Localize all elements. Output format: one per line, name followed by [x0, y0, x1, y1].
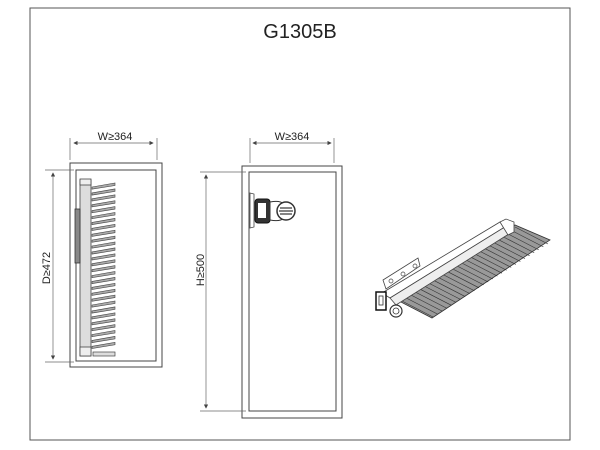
tine — [427, 282, 461, 300]
tine — [91, 235, 116, 243]
width-label: W≥364 — [98, 131, 133, 143]
height-label: H≥500 — [195, 254, 207, 286]
tine — [91, 312, 116, 320]
drawing-title: G1305B — [263, 21, 336, 43]
tine — [91, 223, 116, 231]
tine — [413, 290, 447, 309]
tine — [418, 288, 452, 306]
tine — [510, 229, 544, 248]
tine — [468, 255, 503, 274]
tine — [91, 341, 116, 349]
tine — [459, 261, 493, 280]
tine — [450, 267, 484, 286]
tine — [91, 241, 116, 249]
tine — [91, 188, 116, 196]
tine — [505, 232, 539, 251]
iso-view — [375, 218, 551, 319]
depth-label: D≥472 — [41, 252, 53, 284]
tine — [91, 247, 116, 255]
tine — [432, 279, 466, 297]
tine — [91, 218, 116, 225]
tine — [409, 293, 443, 312]
width-label: W≥364 — [275, 131, 310, 143]
cabinet-outline — [241, 165, 343, 419]
tine — [91, 194, 116, 202]
tine — [91, 336, 116, 343]
tine — [91, 330, 116, 338]
tine — [91, 300, 116, 308]
cabinet-inner — [248, 171, 337, 412]
tine — [91, 182, 116, 190]
tine — [399, 299, 434, 318]
rack-handle — [74, 208, 81, 264]
tine — [91, 200, 116, 208]
tine — [91, 259, 116, 267]
tine — [91, 271, 116, 279]
tine — [91, 253, 116, 261]
tine — [91, 229, 116, 237]
tine — [473, 253, 507, 271]
tine — [91, 282, 116, 290]
tine — [91, 324, 116, 332]
tine — [501, 235, 535, 254]
tine — [91, 318, 116, 326]
cabinet-inner — [75, 169, 157, 362]
tine — [491, 241, 526, 259]
tine — [441, 273, 475, 291]
front-view: W≥364 H≥500 — [195, 131, 343, 419]
tine — [91, 288, 116, 296]
tine — [514, 226, 549, 245]
tine — [487, 244, 521, 262]
tine — [404, 296, 438, 315]
cabinet-outline — [69, 162, 163, 368]
tine — [91, 206, 116, 214]
tine — [91, 212, 116, 220]
tine — [436, 276, 470, 294]
tine — [445, 270, 480, 289]
rack-tines — [91, 182, 116, 349]
tine — [478, 250, 512, 268]
tine — [482, 247, 516, 265]
tine — [91, 294, 116, 302]
sheet-border — [29, 7, 571, 441]
tine — [464, 258, 498, 277]
tine — [91, 306, 116, 314]
tine — [496, 238, 530, 256]
tine — [422, 285, 457, 303]
tine — [455, 264, 489, 283]
tine — [91, 265, 116, 273]
top-view: W≥364 D≥472 — [41, 131, 163, 368]
tine — [91, 277, 116, 284]
rack-rail — [79, 179, 92, 357]
